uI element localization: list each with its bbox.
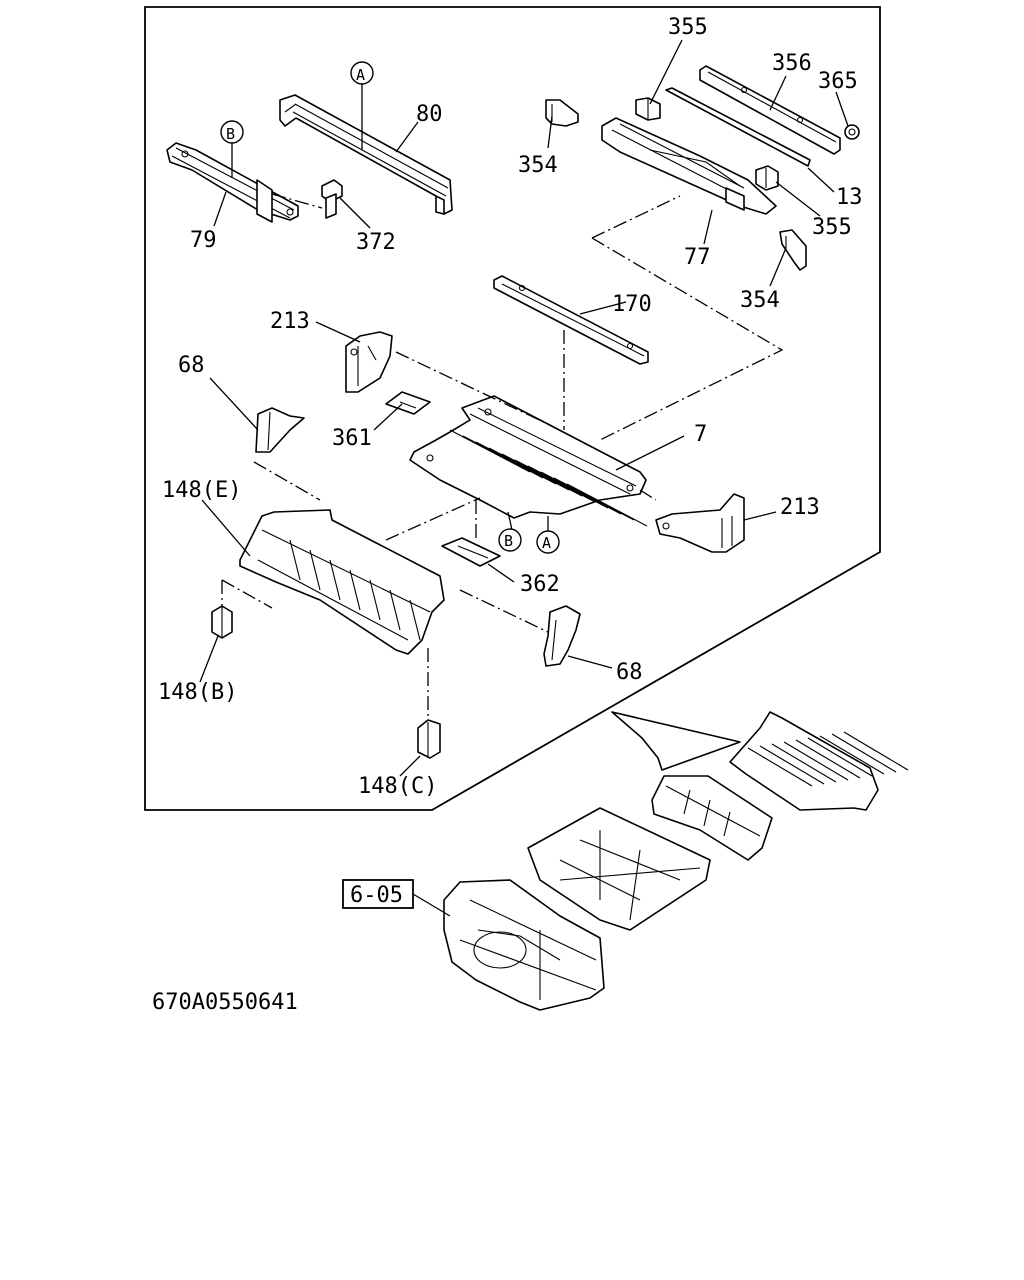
rib-line <box>771 743 837 783</box>
rib-line <box>475 441 557 485</box>
label-13: 13 <box>836 185 863 210</box>
part-372-bolt <box>321 179 343 219</box>
part-7-floor-panel <box>409 395 648 527</box>
rib-line <box>488 447 570 491</box>
rib-line <box>369 579 381 621</box>
figure-code: 670A0550641 <box>152 990 298 1015</box>
rib-line <box>289 539 301 581</box>
label-148B: 148(B) <box>158 680 237 705</box>
part-148C-bracket <box>417 719 441 759</box>
leader-lines <box>199 39 849 777</box>
rib-line <box>819 735 885 775</box>
rib-line <box>527 465 609 509</box>
label-148C: 148(C) <box>358 774 437 799</box>
part-80-rail <box>279 94 453 215</box>
label-354-top: 354 <box>518 153 558 178</box>
label-reference-box: 6-05 <box>350 883 403 908</box>
label-7: 7 <box>694 422 707 447</box>
label-213-right: 213 <box>780 495 820 520</box>
rib-line <box>747 747 813 787</box>
rib-line <box>795 739 861 779</box>
label-170: 170 <box>612 292 652 317</box>
label-68-bottom: 68 <box>616 660 643 685</box>
label-372: 372 <box>356 230 396 255</box>
rib-line <box>540 471 622 515</box>
rib-line <box>843 731 909 771</box>
label-356: 356 <box>772 51 812 76</box>
part-213-left-gusset <box>345 331 393 393</box>
cross-member-ribs <box>289 539 421 641</box>
label-213-left: 213 <box>270 309 310 334</box>
label-A-top: A <box>356 66 365 84</box>
rib-line <box>309 549 321 591</box>
part-354-top-bracket <box>545 99 579 127</box>
rib-line <box>449 429 531 473</box>
circled-letters <box>220 61 560 554</box>
label-148E: 148(E) <box>162 478 241 503</box>
part-148E-crossmember <box>239 509 445 655</box>
rib-line <box>329 559 341 601</box>
circle-B-top <box>220 120 244 144</box>
label-80: 80 <box>416 102 443 127</box>
rib-line <box>566 483 648 527</box>
rib-line <box>783 741 849 781</box>
part-68-left <box>255 407 305 453</box>
rib-line <box>807 737 873 777</box>
label-355-top: 355 <box>668 15 708 40</box>
circle-A-bottom <box>536 530 560 554</box>
rib-line <box>409 599 421 641</box>
rib-line <box>831 733 897 773</box>
label-B-top: B <box>226 125 235 143</box>
overview-floor-assembly <box>342 711 909 1011</box>
exploded-view-frame <box>144 6 881 811</box>
label-68-left: 68 <box>178 353 205 378</box>
label-355-right: 355 <box>812 215 852 240</box>
assembly-lines <box>221 193 784 718</box>
part-13-rod <box>665 87 811 167</box>
rib-line <box>514 459 596 503</box>
part-213-right-gusset <box>655 493 745 553</box>
label-365: 365 <box>818 69 858 94</box>
part-355-right-clip <box>755 165 779 191</box>
part-362-pad <box>441 537 501 567</box>
part-68-bottom <box>543 605 581 667</box>
part-170-rail <box>493 275 649 365</box>
rib-line <box>389 589 401 631</box>
part-79-bracket <box>166 142 299 223</box>
floor-ribs <box>449 429 648 527</box>
label-361: 361 <box>332 426 372 451</box>
rib-line <box>501 453 583 497</box>
part-354-right-bracket <box>779 229 807 271</box>
overview-floor-ribs <box>747 731 909 787</box>
callout-labels: 355 356 365 80 A B 354 13 355 79 372 77 … <box>152 15 863 1015</box>
label-77: 77 <box>684 245 711 270</box>
rib-line <box>349 569 361 611</box>
label-79: 79 <box>190 228 217 253</box>
part-361-plate <box>385 391 431 415</box>
label-362: 362 <box>520 572 560 597</box>
label-354-right: 354 <box>740 288 780 313</box>
rib-line <box>462 435 544 479</box>
part-355-top-clip <box>635 97 661 121</box>
rib-line <box>553 477 635 521</box>
circle-B-bottom <box>498 528 522 552</box>
rib-line <box>759 745 825 785</box>
part-365-nut <box>844 124 860 140</box>
circle-A-top <box>350 61 374 85</box>
part-148B-bracket <box>211 605 233 639</box>
part-77-crossmember <box>601 117 777 215</box>
label-B-bottom: B <box>504 532 513 550</box>
label-A-bottom: A <box>542 534 551 552</box>
